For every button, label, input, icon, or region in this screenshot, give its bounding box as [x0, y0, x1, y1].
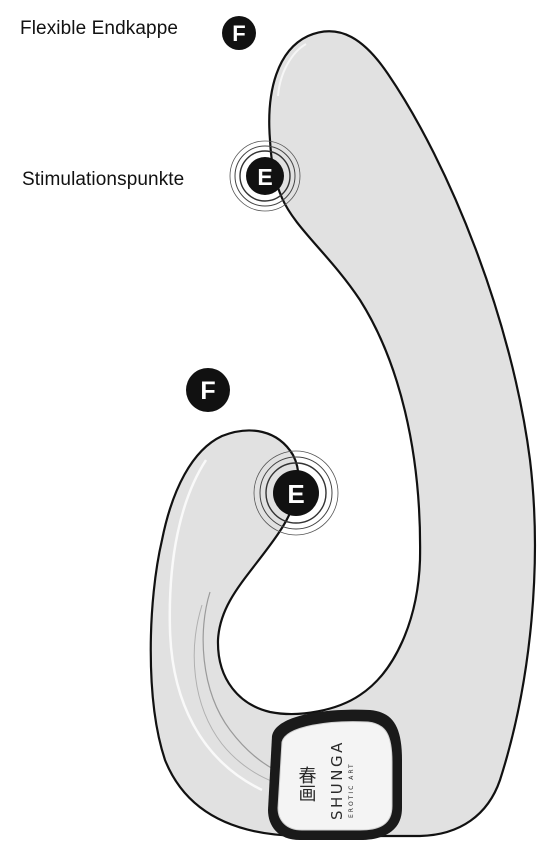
upper-highlight: [277, 43, 307, 97]
control-panel: [277, 721, 393, 831]
label-stimulation-points: Stimulationspunkte: [22, 169, 185, 190]
contour-line-inner: [202, 591, 276, 771]
contour-line-inner-2: [193, 604, 275, 783]
logo-brand: SHUNGA: [328, 740, 346, 820]
badge-endcap-bottom: F: [186, 368, 230, 412]
badge-stimulation-top: E: [229, 140, 301, 212]
logo-kanji: 春画: [296, 766, 317, 802]
badge-letter-e-top: E: [257, 164, 272, 190]
contour-line-outer: [168, 459, 263, 792]
badge-letter-e-bottom: E: [287, 479, 304, 509]
logo-group: SHUNGA EROTIC ART: [328, 740, 355, 820]
badge-endcap-top: F: [222, 16, 256, 50]
badge-letter-f-bottom: F: [200, 377, 215, 405]
device-body: [149, 30, 537, 838]
label-flexible-endcap: Flexible Endkappe: [20, 18, 179, 39]
badge-letter-f-top: F: [232, 21, 245, 46]
badge-stimulation-bottom: E: [253, 450, 339, 536]
logo-tagline: EROTIC ART: [348, 762, 355, 818]
